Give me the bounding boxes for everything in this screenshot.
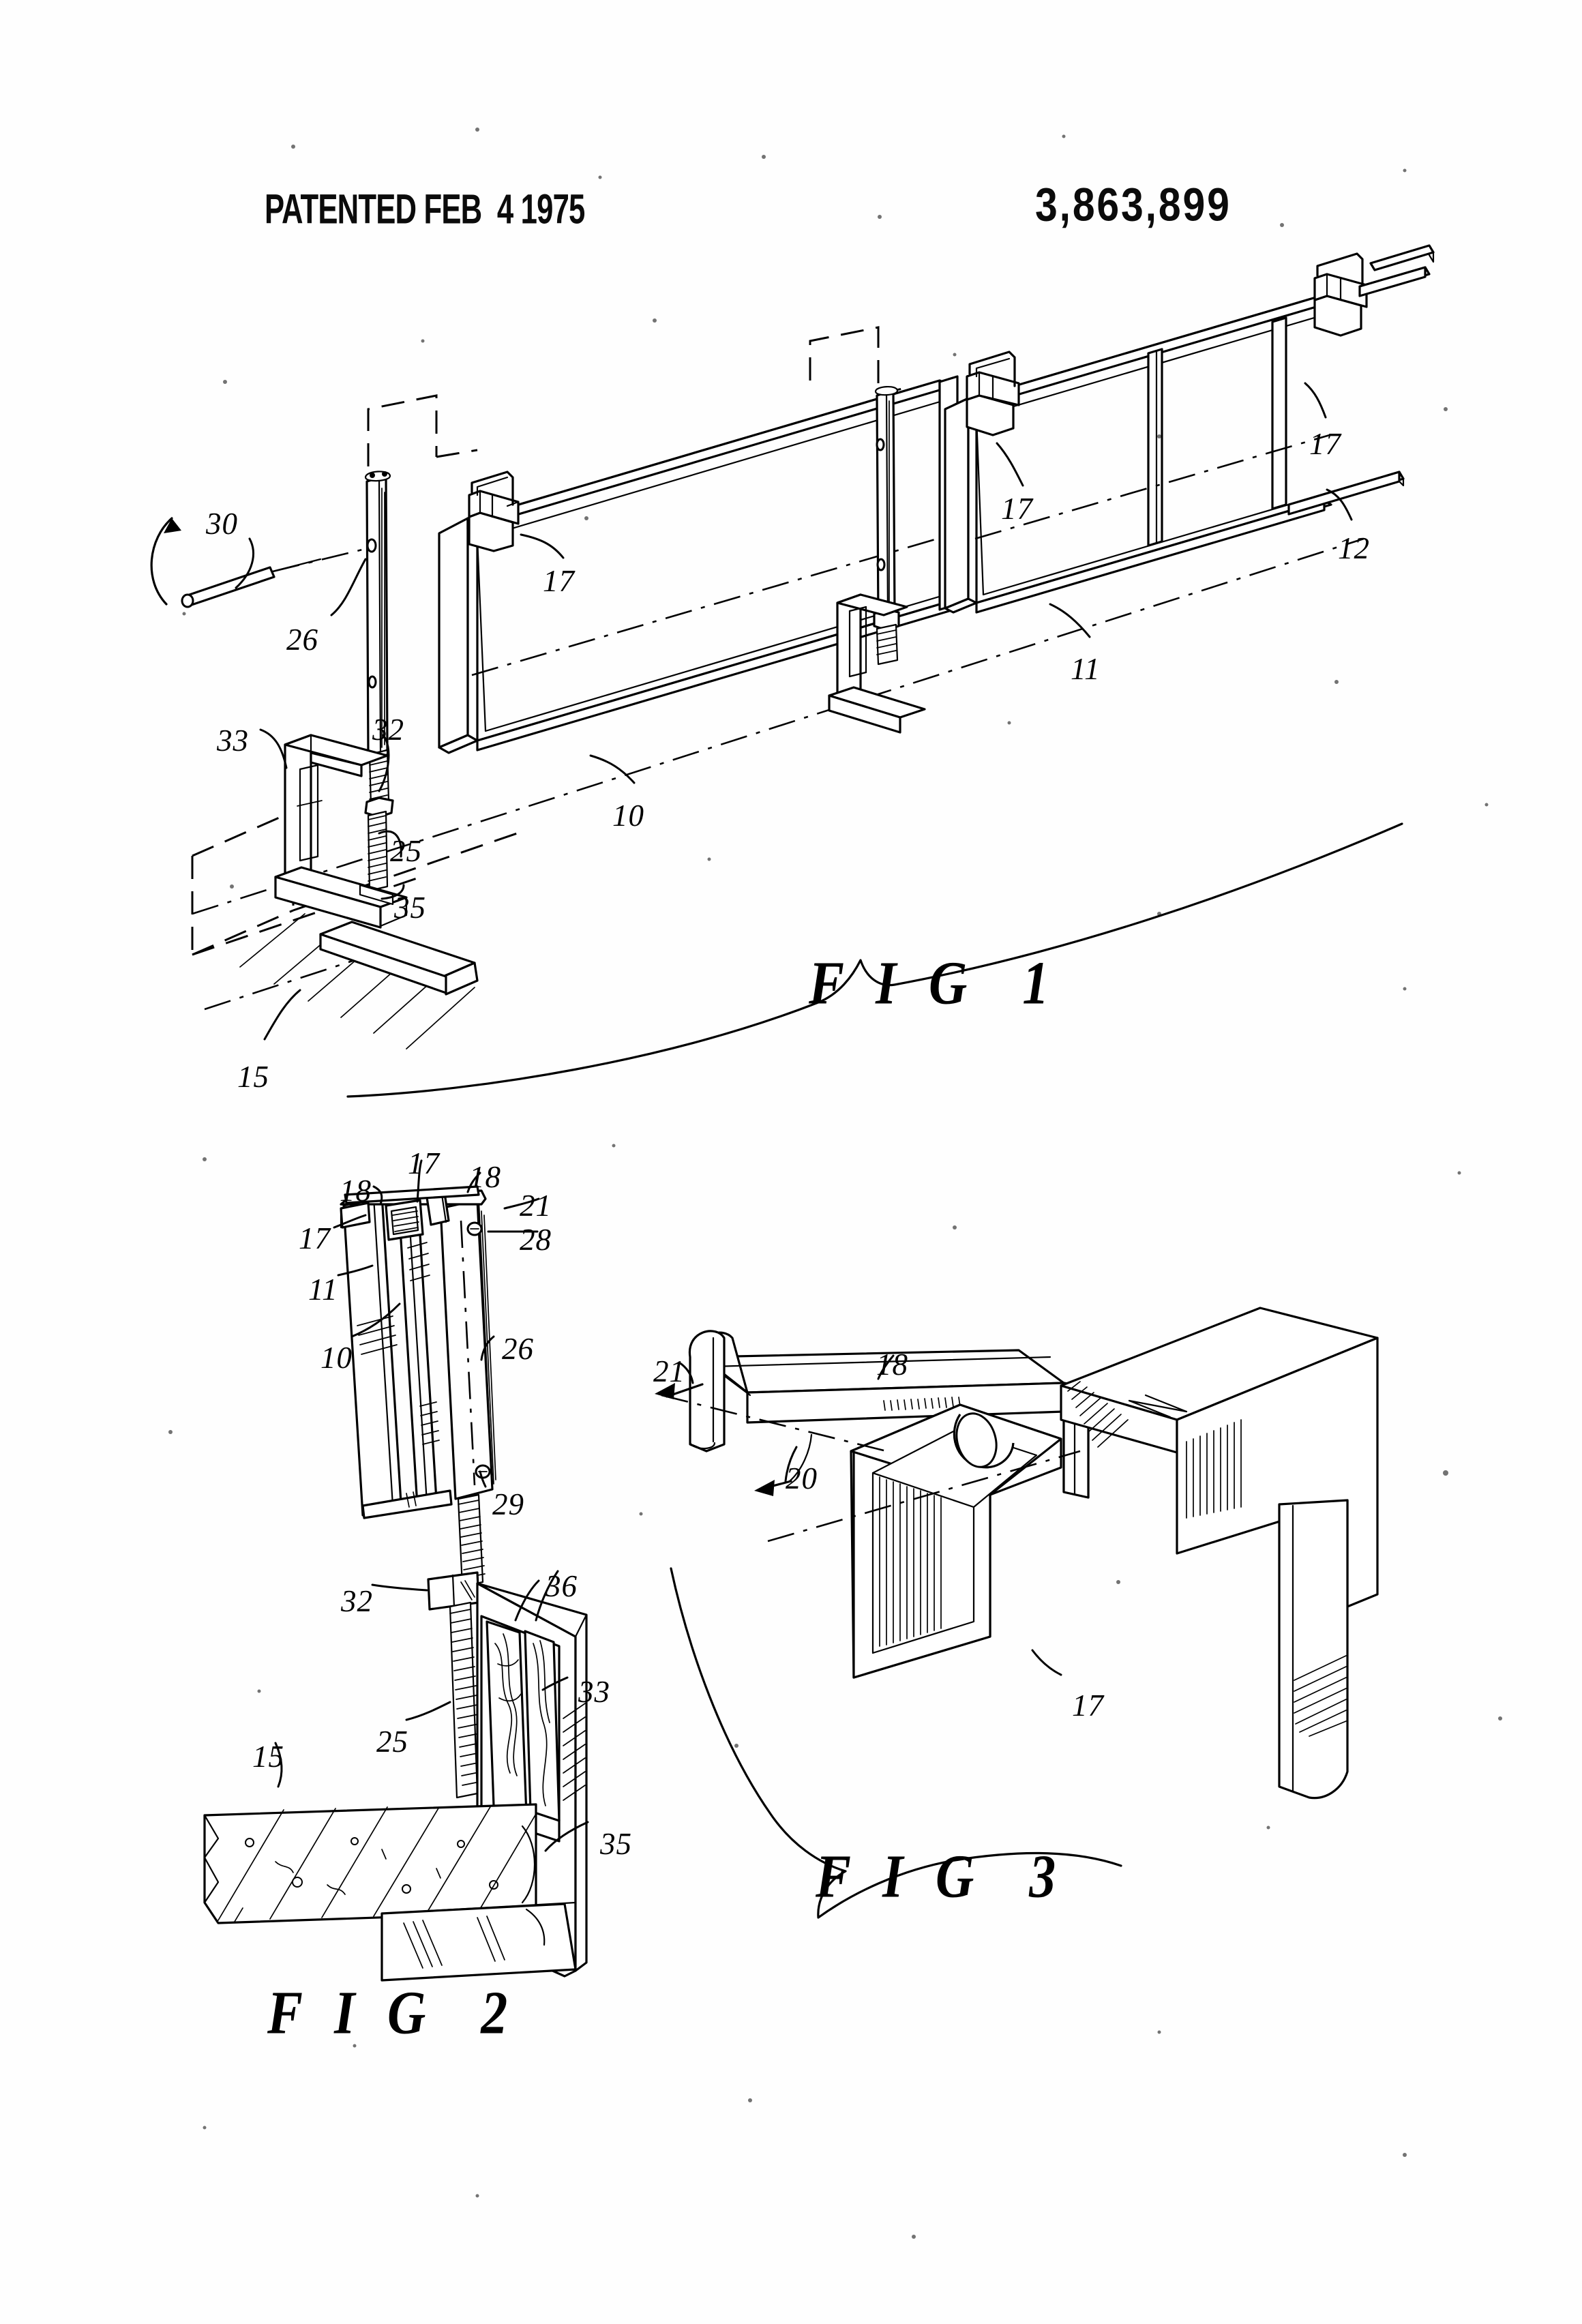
fig3-square-tube-17 [767, 1403, 1081, 1679]
figure-2-leaders [274, 1159, 589, 1852]
figure-3-drawing [655, 1307, 1379, 1919]
reference-numeral-32: 32 [341, 1584, 373, 1618]
reference-numeral-17: 17 [408, 1146, 440, 1180]
scan-speckles [168, 128, 1502, 2239]
reference-numeral-10: 10 [612, 799, 644, 833]
reference-numeral-20: 20 [786, 1461, 818, 1495]
reference-numeral-36: 36 [546, 1569, 578, 1603]
fig3-direction-arrow-20 [655, 1383, 887, 1496]
reference-numeral-33: 33 [217, 724, 249, 758]
reference-numeral-18: 18 [876, 1347, 908, 1382]
crank-rod-30 [150, 517, 380, 608]
floor-beam [319, 921, 479, 996]
figure-2-drawing [203, 1159, 589, 1982]
reference-numeral-32: 32 [372, 713, 404, 747]
figure-3-caption: F I G 3 [816, 1842, 1066, 1911]
reference-numeral-12: 12 [1338, 531, 1370, 565]
fig2-clamp-head [340, 1185, 487, 1241]
reference-numeral-11: 11 [1071, 652, 1101, 686]
fig2-jack-column-26 [439, 1199, 496, 1500]
fig2-panel-frame [342, 1193, 453, 1519]
reference-numeral-11: 11 [308, 1272, 338, 1307]
reference-numeral-35: 35 [394, 891, 426, 925]
reference-numeral-25: 25 [390, 834, 422, 868]
figure-3-sweep-bracket [670, 1567, 1122, 1919]
figure-1-sweep-bracket [346, 822, 1403, 1098]
reference-numeral-26: 26 [502, 1332, 534, 1366]
reference-numeral-18: 18 [469, 1160, 501, 1194]
threaded-rod-25 [364, 749, 394, 892]
fig2-concrete-slab-15 [203, 1803, 537, 1924]
reference-numeral-17: 17 [299, 1221, 331, 1255]
jack-column-26 [364, 394, 478, 758]
post-bracket-17-right [1313, 244, 1435, 337]
patent-date-line: PATENTED FEB 4 1975 [265, 186, 585, 233]
post-bracket-17-left [468, 471, 520, 552]
rail-extension-12 [1287, 471, 1405, 516]
reference-numeral-21: 21 [520, 1189, 552, 1223]
figure-1-leaders [235, 382, 1353, 1041]
patent-number: 3,863,899 [1035, 179, 1232, 231]
reference-numeral-33: 33 [578, 1675, 610, 1709]
reference-numeral-29: 29 [492, 1487, 524, 1521]
reference-numeral-30: 30 [206, 507, 238, 541]
reference-numeral-18: 18 [340, 1174, 372, 1208]
reference-numeral-17: 17 [543, 564, 575, 598]
guard-panel-11 [944, 296, 1332, 614]
post-bracket-17-middle [966, 351, 1020, 436]
reference-numeral-10: 10 [320, 1341, 353, 1375]
reference-numeral-21: 21 [653, 1354, 685, 1388]
reference-numeral-25: 25 [376, 1725, 408, 1759]
clamp-bracket-33 [274, 734, 408, 929]
reference-numeral-26: 26 [286, 623, 318, 657]
reference-numeral-15: 15 [237, 1060, 269, 1094]
jack-column-middle [809, 326, 926, 734]
figure-1-caption: F I G 1 [809, 949, 1059, 1017]
figure-1-drawing [150, 244, 1435, 1098]
fig2-threaded-rod [427, 1493, 486, 1799]
reference-numeral-17: 17 [1001, 492, 1033, 526]
reference-numeral-17: 17 [1072, 1688, 1104, 1723]
fig2-foot-plate-35 [380, 1825, 577, 1982]
reference-numeral-28: 28 [520, 1223, 552, 1257]
reference-numeral-15: 15 [252, 1740, 284, 1774]
figure-2-caption: F I G 2 [267, 1978, 518, 2047]
reference-numeral-35: 35 [600, 1827, 632, 1861]
figure-3-leaders [678, 1354, 1062, 1676]
reference-numeral-17: 17 [1309, 427, 1341, 461]
fig3-post-block [1060, 1307, 1379, 1800]
